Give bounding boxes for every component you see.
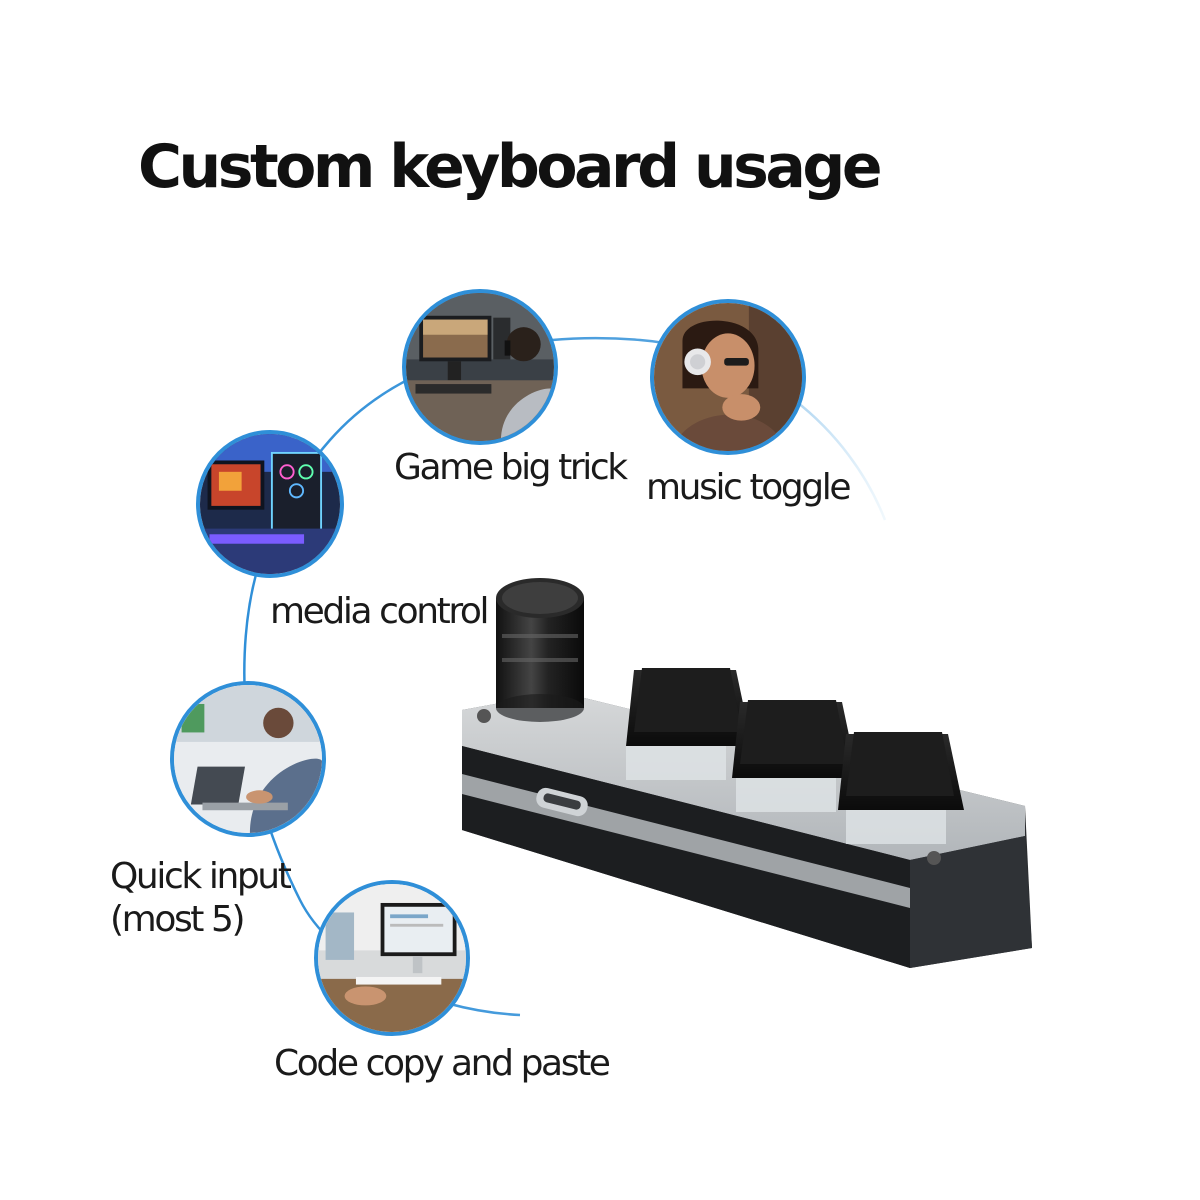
quick-input-label-line2: (most 5) xyxy=(110,899,246,941)
game-usage-label: Game big trick xyxy=(394,447,628,488)
game-usage-image xyxy=(402,289,558,445)
macro-keypad-icon xyxy=(462,578,1032,968)
laptop-typing-icon xyxy=(174,685,322,833)
media-usage-label: media control xyxy=(270,591,490,632)
quick-input-usage-image xyxy=(170,681,326,837)
quick-input-usage-label: Quick input (most 5) xyxy=(110,855,292,941)
music-usage-image xyxy=(650,299,806,455)
page-title: Custom keyboard usage xyxy=(138,132,883,202)
rgb-pc-setup-icon xyxy=(200,434,340,574)
code-usage-label: Code copy and paste xyxy=(274,1043,611,1084)
macro-keypad-image xyxy=(440,560,1060,980)
quick-input-label-line1: Quick input xyxy=(110,856,292,897)
gamer-at-desk-icon xyxy=(406,293,554,441)
media-usage-image xyxy=(196,430,344,578)
music-usage-label: music toggle xyxy=(646,467,851,508)
person-with-headphones-icon xyxy=(654,303,802,451)
